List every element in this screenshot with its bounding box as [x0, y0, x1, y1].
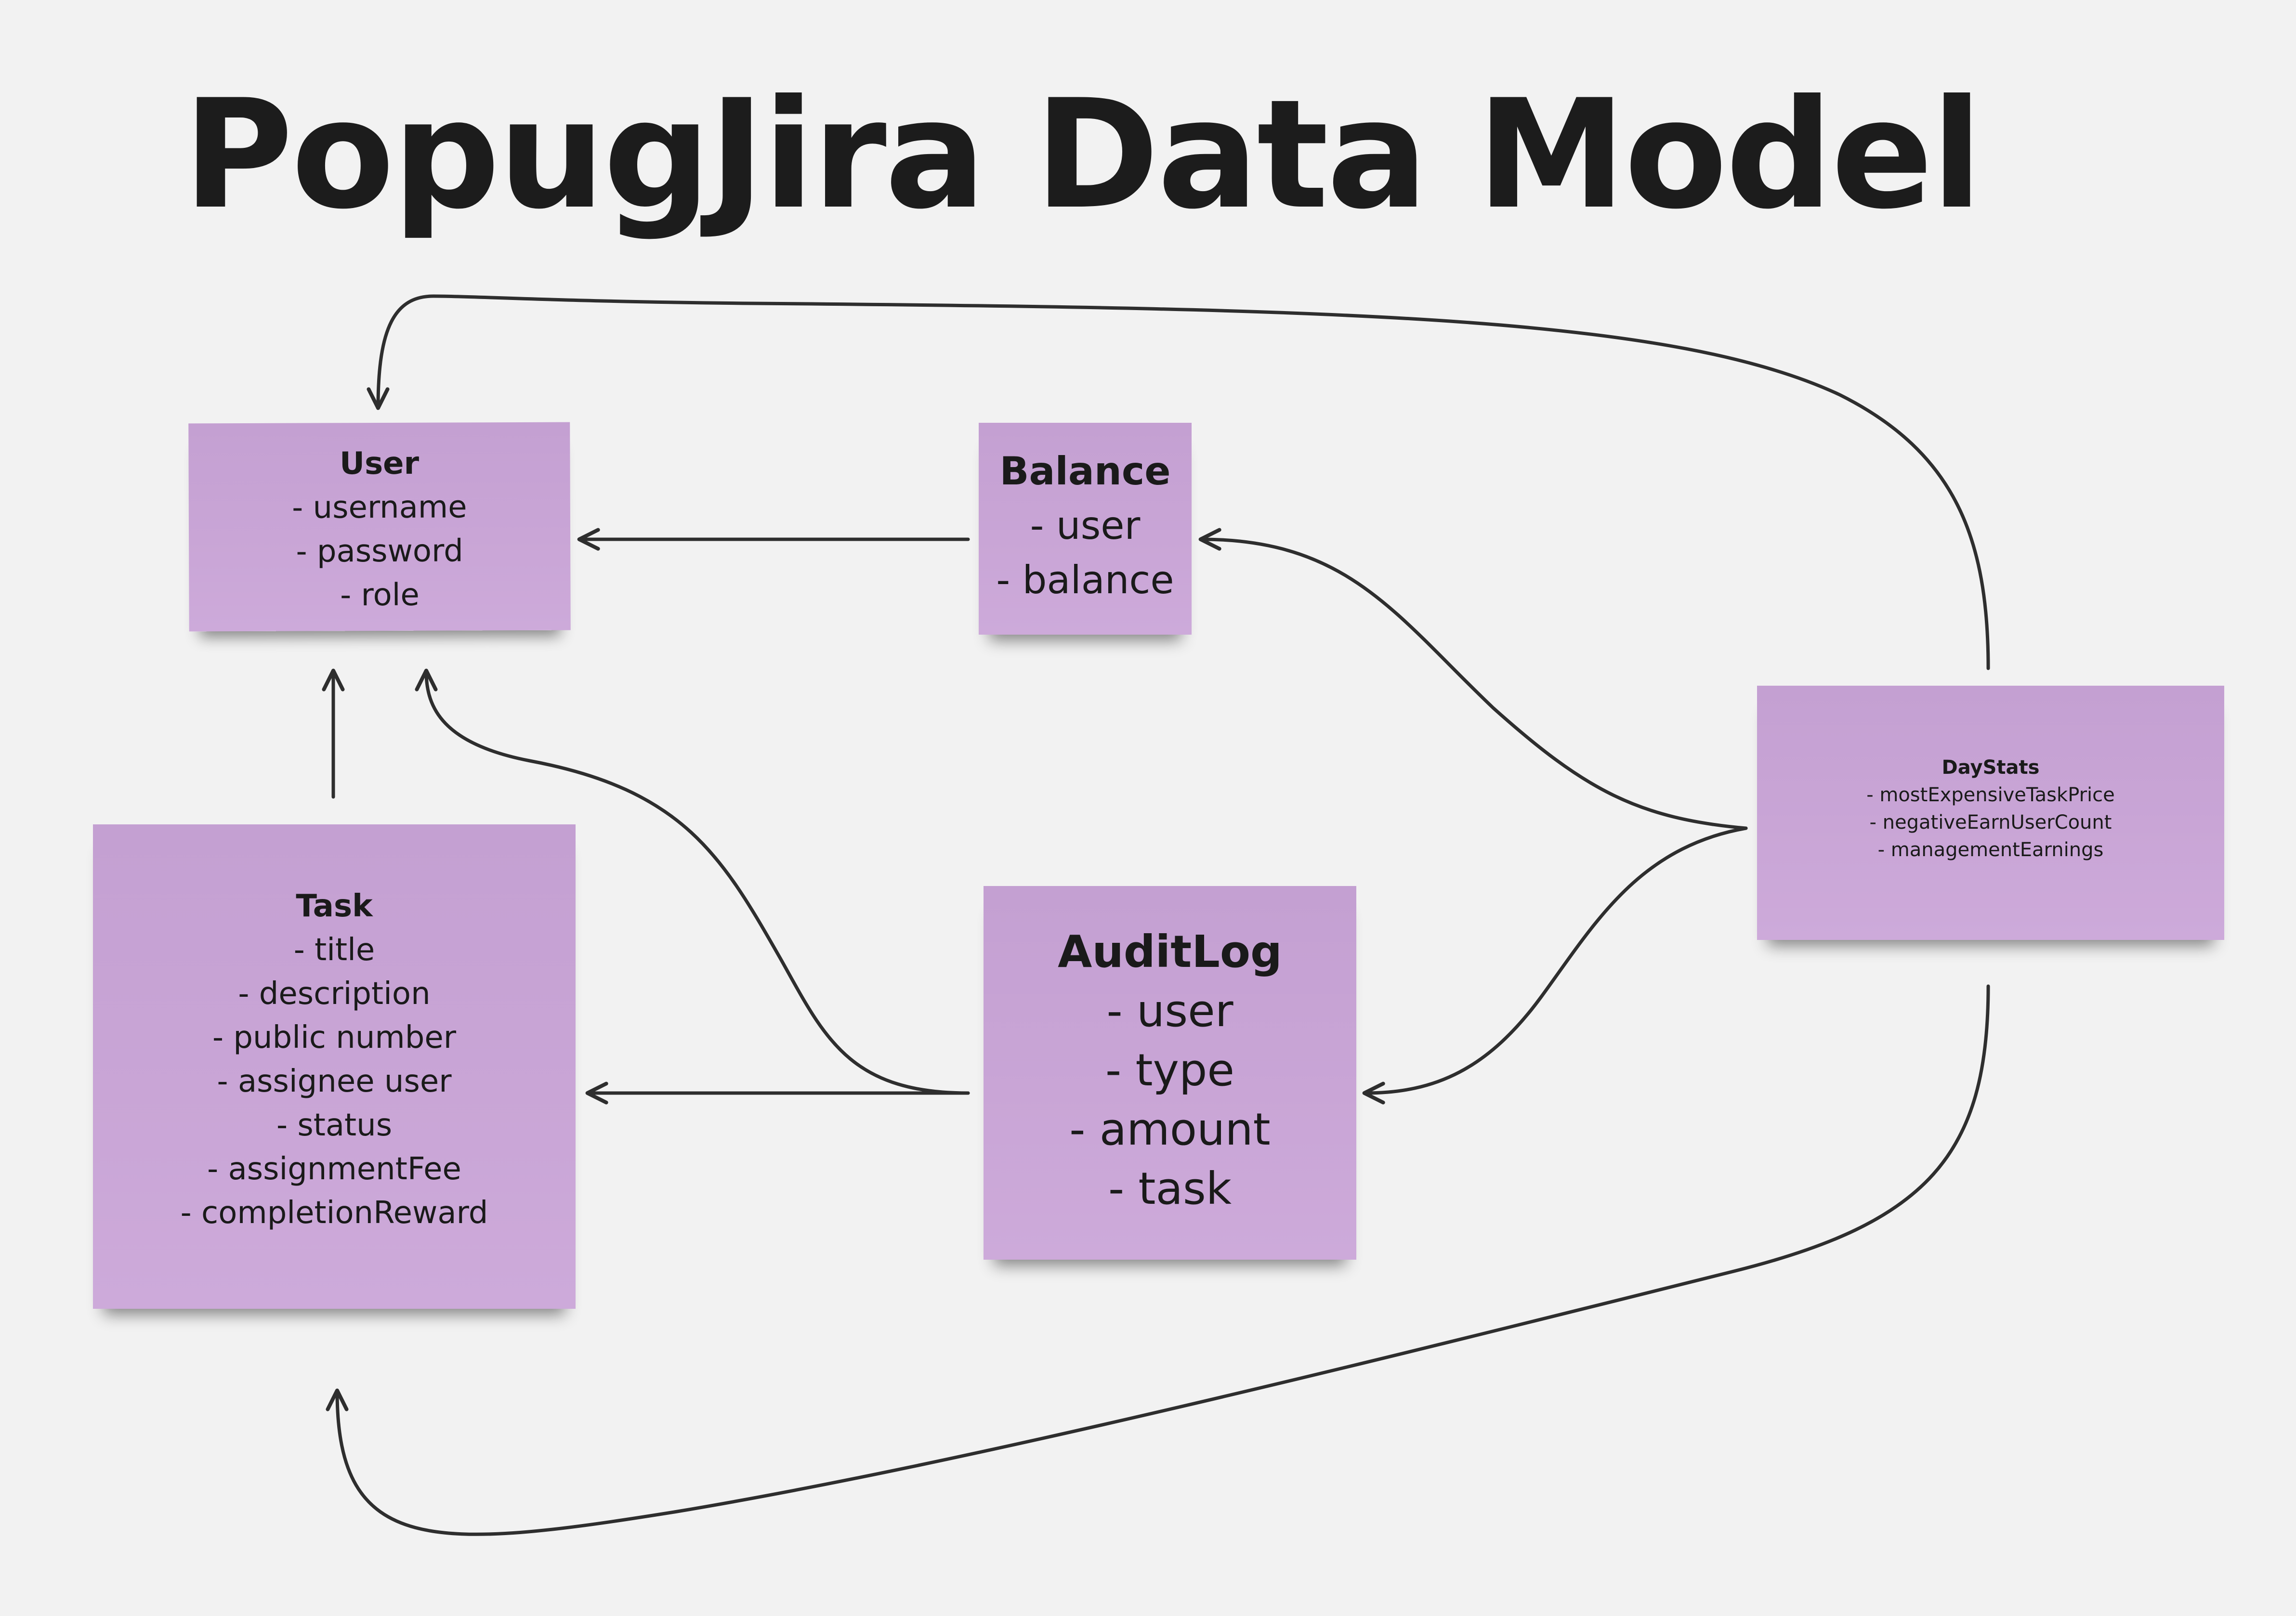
relation-daystats-to-task — [326, 984, 1990, 1536]
entity-task-field: - description — [238, 976, 431, 1012]
entity-auditlog-field: - user — [1106, 985, 1233, 1037]
entity-auditlog-name: AuditLog — [1058, 926, 1282, 977]
relation-daystats-to-auditlog — [1362, 826, 1748, 1105]
relation-daystats-to-balance — [1198, 528, 1748, 830]
entity-task-field: - title — [293, 932, 375, 968]
entity-auditlog-fields: - user - type - amount - task — [1069, 981, 1270, 1218]
entity-user[interactable]: User - username - password - role — [188, 422, 571, 632]
entity-auditlog-field: - task — [1108, 1163, 1232, 1214]
relation-auditlog-to-user — [415, 668, 970, 1095]
entity-balance[interactable]: Balance - user - balance — [979, 423, 1192, 635]
entity-task-fields: - title - description - public number - … — [181, 928, 488, 1235]
entity-user-fields: - username - password - role — [292, 485, 467, 617]
entity-user-name: User — [339, 445, 420, 482]
entity-daystats-field: - negativeEarnUserCount — [1869, 811, 2112, 834]
entity-task-name: Task — [296, 888, 373, 924]
entity-daystats[interactable]: DayStats - mostExpensiveTaskPrice - nega… — [1757, 686, 2224, 940]
diagram-title: PopugJira Data Model — [183, 67, 1982, 242]
entity-daystats-field: - mostExpensiveTaskPrice — [1866, 784, 2115, 806]
entity-balance-field: - user — [1030, 503, 1141, 548]
entity-user-field: - username — [292, 489, 467, 526]
entity-balance-field: - balance — [996, 558, 1174, 602]
entity-user-field: - role — [340, 577, 420, 613]
entity-balance-fields: - user - balance — [996, 498, 1174, 607]
relation-daystats-to-user — [367, 294, 1990, 670]
entity-task[interactable]: Task - title - description - public numb… — [93, 824, 576, 1309]
entity-auditlog[interactable]: AuditLog - user - type - amount - task — [984, 886, 1356, 1260]
entity-auditlog-field: - amount — [1069, 1104, 1271, 1155]
entity-user-field: - password — [296, 533, 463, 570]
entity-task-field: - assignee user — [217, 1064, 452, 1099]
entity-task-field: - status — [276, 1108, 393, 1143]
entity-task-field: - public number — [212, 1020, 457, 1056]
entity-daystats-field: - managementEarnings — [1877, 839, 2104, 861]
entity-auditlog-field: - type — [1105, 1044, 1234, 1096]
entity-daystats-name: DayStats — [1942, 756, 2040, 779]
entity-task-field: - completionReward — [180, 1195, 488, 1231]
entity-balance-name: Balance — [999, 449, 1171, 494]
entity-daystats-fields: - mostExpensiveTaskPrice - negativeEarnU… — [1866, 782, 2115, 864]
entity-task-field: - assignmentFee — [207, 1151, 461, 1187]
